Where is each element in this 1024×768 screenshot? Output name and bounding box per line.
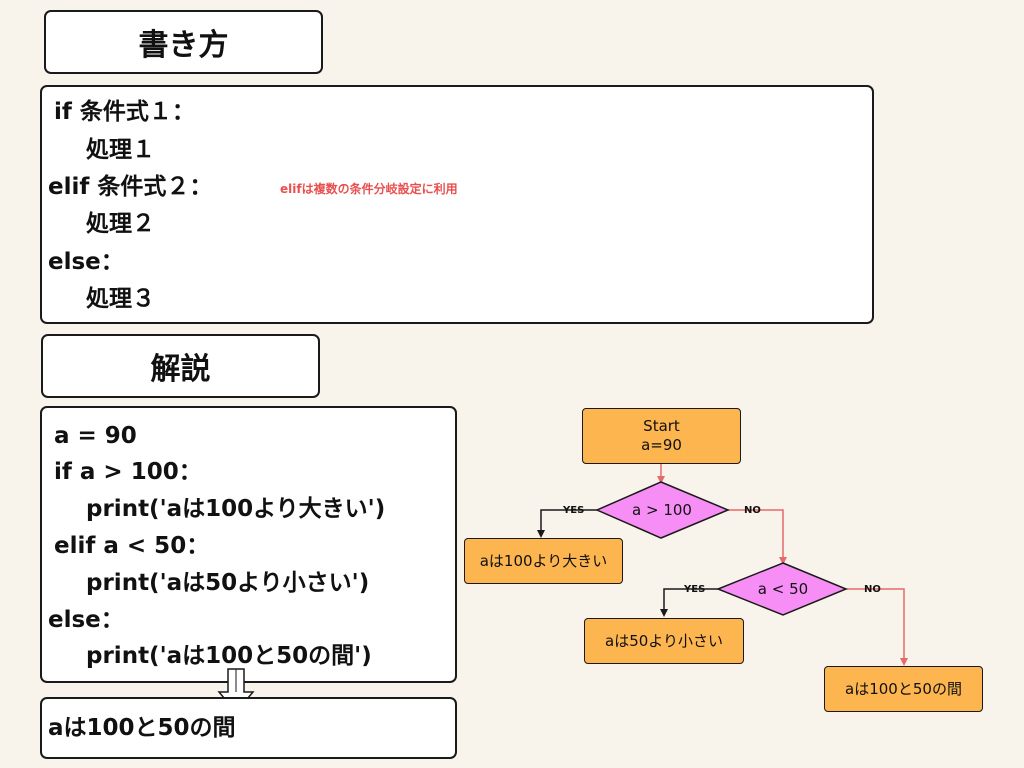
syntax-line-elif: elif 条件式２： — [48, 174, 213, 200]
syntax-heading: 書き方 — [138, 28, 229, 63]
decision1-label: a > 100 — [632, 501, 692, 519]
decision2-diamond — [715, 562, 848, 616]
example-line-elif: elif a < 50： — [54, 533, 210, 559]
explanation-heading: 解説 — [150, 352, 211, 387]
syntax-line-process3: 処理３ — [86, 286, 155, 312]
flow-output-gt100: aは100より大きい — [464, 538, 623, 584]
flow-start-node: Start a=90 — [582, 408, 741, 464]
example-line-else: else： — [48, 607, 124, 633]
explanation-heading-box: 解説 — [41, 334, 320, 398]
flow-output-lt50-label: aは50より小さい — [605, 631, 723, 650]
flow-output-gt100-label: aは100より大きい — [479, 551, 608, 570]
decision2-label: a < 50 — [758, 580, 808, 598]
syntax-line-if: if 条件式１： — [54, 99, 195, 125]
syntax-line-process1: 処理１ — [86, 137, 155, 163]
syntax-heading-box: 書き方 — [44, 10, 323, 74]
edge-decision1-yes — [537, 509, 597, 538]
result-box: aは100と50の間 — [40, 697, 457, 759]
syntax-line-process2: 処理２ — [86, 211, 155, 237]
syntax-code-box: if 条件式１： 処理１ elif 条件式２： elifは複数の条件分岐設定に利… — [40, 85, 874, 324]
example-line-print3: print('aは100と50の間') — [86, 643, 372, 669]
edge-decision2-no — [846, 588, 908, 666]
syntax-elif-note: elifは複数の条件分岐設定に利用 — [280, 182, 458, 196]
flow-start-line1: Start — [643, 417, 680, 436]
edge-decision1-no — [728, 509, 787, 565]
example-line-assign: a = 90 — [54, 423, 137, 449]
example-line-print2: print('aは50より小さい') — [86, 570, 370, 596]
edge-decision2-yes — [660, 588, 718, 617]
decision2-no-label: NO — [864, 584, 881, 595]
syntax-line-else: else： — [48, 249, 124, 275]
decision1-no-label: NO — [744, 505, 761, 516]
example-line-if: if a > 100： — [54, 459, 202, 485]
decision1-yes-label: YES — [563, 505, 585, 516]
flow-output-between: aは100と50の間 — [824, 666, 983, 712]
example-code-box: a = 90 if a > 100： print('aは100より大きい') e… — [40, 406, 457, 683]
decision2-yes-label: YES — [684, 584, 706, 595]
result-text: aは100と50の間 — [48, 715, 236, 741]
example-line-print1: print('aは100より大きい') — [86, 496, 386, 522]
decision1-diamond — [595, 481, 730, 539]
flow-start-line2: a=90 — [641, 436, 682, 454]
flow-output-between-label: aは100と50の間 — [845, 679, 962, 698]
flow-output-lt50: aは50より小さい — [584, 618, 744, 664]
